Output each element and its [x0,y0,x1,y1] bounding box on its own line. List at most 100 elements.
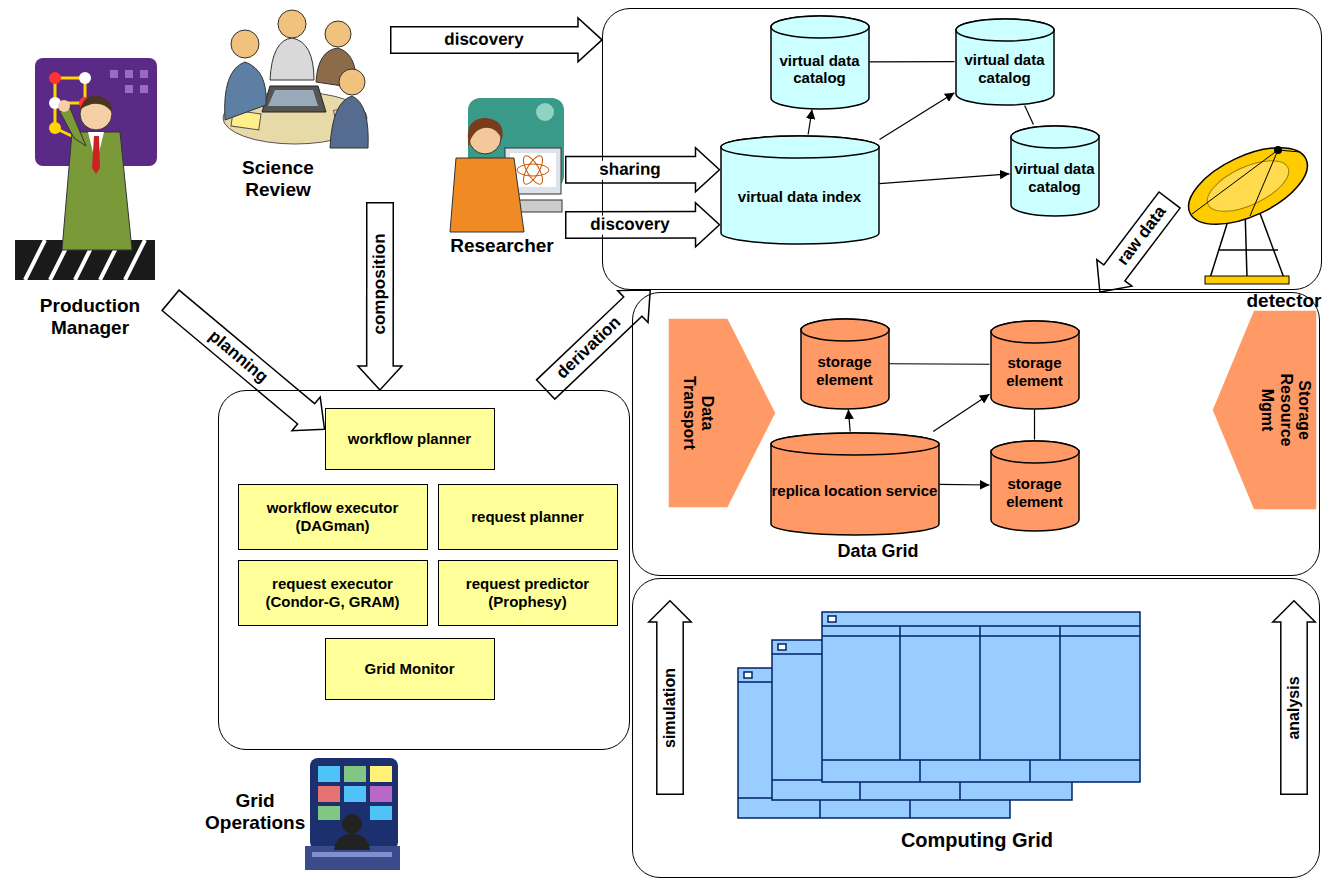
arrow-shaft-fill [567,157,698,182]
cylinder-top [801,319,889,341]
storage-cylinder: storage element [990,440,1080,532]
cylinder-body [801,319,889,409]
node-label: workflow planner [348,430,471,447]
actor-figure: Grid Operations [205,755,405,883]
arrow-outline [1272,600,1315,794]
node-label: request executor (Condor-G, GRAM) [239,575,427,610]
link-line [1025,106,1034,125]
process-box: workflow executor (DAGman) [238,484,428,550]
arrow-label: sharing [598,160,663,179]
link-line [870,61,955,62]
node-label: analysis [1284,623,1302,793]
index-cylinder: virtual data index [720,135,880,245]
arrow-label: raw data [1113,201,1172,270]
link-path [870,61,955,62]
flow-arrow [390,18,602,62]
link-path [880,174,1010,184]
link-line [848,410,850,432]
actor-label: Science Review [233,157,323,201]
detector-figure: detector [1170,140,1325,320]
actor-figure: Researcher [440,95,565,265]
flow-arrow [565,148,720,192]
arrow-label: planning [203,326,272,388]
process-box: workflow planner [325,408,495,470]
arrow-shaft-fill [171,301,307,415]
node-label: storage element [990,354,1080,389]
node-label: virtual data catalog [770,52,870,87]
region-heading: Data Grid [813,541,943,562]
process-box: request planner [438,484,618,550]
cylinder-body [991,441,1079,531]
computing-grid-region: Computing Grid simulation analysis [632,578,1320,878]
arrow-head [695,148,719,192]
arrow-label: derivation [552,312,627,384]
arrow-head [358,366,402,390]
arrow-outline [1212,310,1316,509]
actor-label: Researcher [440,235,564,257]
arrow-head [695,203,719,247]
node-label: virtual data catalog [1010,160,1100,195]
cylinder-body [771,16,869,109]
manager-illustration [15,58,157,280]
flow-arrow [565,203,720,247]
node-label: request planner [471,508,584,525]
node-label: storage element [990,475,1080,510]
operations-illustration [305,758,400,870]
arrow-outline [648,600,691,794]
cylinder-body [771,433,939,535]
data-grid-region: Data Grid Data Transport storage element st… [632,292,1320,576]
region-heading: Computing Grid [833,829,1121,852]
arrow-label: composition [371,231,390,336]
cylinder-top [991,441,1079,463]
arrow-head [578,18,602,62]
actor-label: Grid Operations [205,790,305,834]
link-path [940,484,990,486]
node-label: Storage Resource Mgmt [1257,360,1312,460]
cylinder-body [956,19,1054,105]
node-label: virtual data catalog [955,51,1055,86]
node-label: Data Transport [679,363,716,463]
node-label: virtual data index [738,188,861,205]
replica-cylinder: replica location service [770,432,940,536]
link-path [880,93,955,140]
arrow-shaft-fill [392,27,581,52]
service-arrow: Storage Resource Mgmt [1212,310,1317,510]
link-line [880,93,955,140]
link-path [1025,106,1034,125]
cylinder-body [721,136,879,244]
catalog-cylinder: virtual data catalog [770,15,870,110]
cylinder-top [1011,126,1099,148]
link-path [933,394,989,431]
arrow-shaft-fill [367,204,392,369]
service-arrow: Data Transport [668,318,776,508]
cylinder-top [956,19,1054,41]
cylinder-top [721,136,879,158]
arrow-shaft-fill [1113,201,1169,275]
storage-cylinder: storage element [990,320,1080,410]
arrow-outline [668,318,775,507]
link-line [940,484,990,486]
cylinder-top [771,433,939,455]
node-label: workflow executor (DAGman) [239,499,427,534]
arrow-shaft-fill [567,212,698,237]
flow-arrow [1097,199,1170,292]
process-box: request executor (Condor-G, GRAM) [238,560,428,626]
node-label: simulation [660,623,678,793]
storage-cylinder: storage element [800,318,890,410]
workflow-region: workflow planner workflow executor (DAGma… [218,390,630,750]
link-path [890,363,990,365]
catalog-region: virtual data catalog virtual data catalog… [602,8,1322,290]
catalog-cylinder: virtual data catalog [955,18,1055,106]
flow-arrow [358,202,402,390]
actor-figure: Production Manager [10,55,170,350]
arrow-shaft-fill [546,305,634,389]
review-illustration [223,10,368,148]
node-label: request predictor (Prophesy) [439,575,617,610]
link-line [1034,410,1035,440]
process-box: Grid Monitor [325,638,495,700]
process-box: request predictor (Prophesy) [438,560,618,626]
actor-figure: Science Review [215,2,390,202]
cylinder-body [991,321,1079,409]
flow-arrow-shape: analysis [1272,600,1316,795]
detector-illustration [1177,132,1318,284]
